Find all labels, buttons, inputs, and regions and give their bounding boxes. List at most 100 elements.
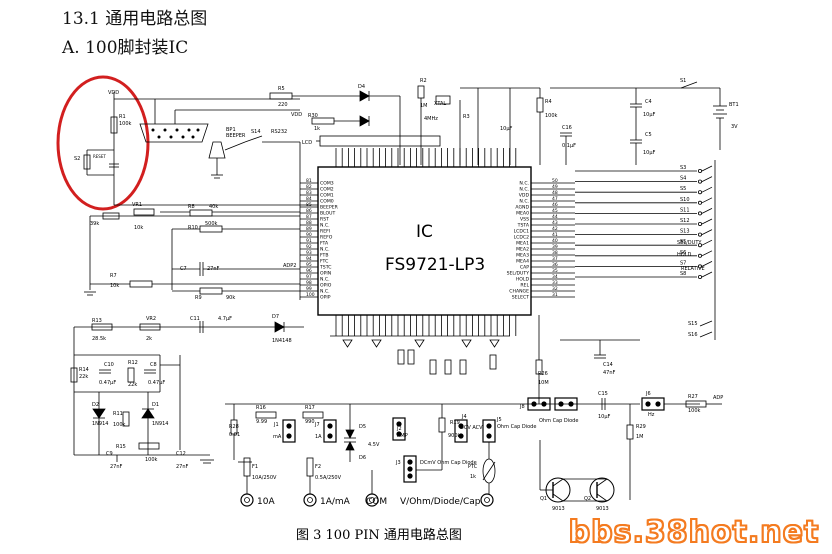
switch-s15 — [699, 320, 713, 327]
ic-left-pin-name: COM0 — [320, 199, 334, 205]
switch-s2 — [83, 154, 91, 170]
label-c8: C8 — [150, 362, 157, 368]
ic-right-pin-number: 31 — [552, 292, 558, 298]
switch-label: S12 — [680, 218, 690, 224]
terminal-ma — [303, 493, 317, 507]
switch-lever — [701, 261, 713, 267]
ic-left-pin-name: RST — [320, 217, 329, 223]
value-r16: 9.99 — [256, 419, 267, 425]
value-bt1: 3V — [731, 124, 738, 130]
switch-contact — [698, 264, 703, 269]
value-c12: 27nF — [176, 464, 189, 470]
ic-right-pin-name: MEA1 — [516, 241, 529, 247]
value-r4: 100k — [545, 113, 558, 119]
ic-right-pin-number: 37 — [552, 256, 558, 262]
label-r5: R5 — [278, 86, 285, 92]
resistor-r20 — [489, 354, 497, 370]
ic-right-pin-name: VSS — [520, 217, 529, 223]
value-r15: 100k — [145, 457, 158, 463]
label-terminal-com: COM — [366, 497, 387, 507]
label-c14: C14 — [603, 362, 613, 368]
value-c5: 10μF — [643, 150, 656, 156]
label-r10: R10 — [188, 225, 198, 231]
resistor-r8 — [189, 209, 213, 217]
value-j7: 1A — [315, 434, 322, 440]
label-s15: S15 — [688, 321, 698, 327]
ic-left-pin-number: 88 — [306, 220, 312, 226]
ic-right-pin-number: 42 — [552, 226, 558, 232]
value-r30: 1k — [314, 126, 320, 132]
value-d2: 1N914 — [92, 421, 108, 427]
ic-left-pin-name: COM2 — [320, 187, 334, 193]
section-title: 13.1 通用电路总图 — [62, 9, 208, 29]
label-vr1: VR1 — [132, 202, 142, 208]
label-d1: D1 — [152, 402, 159, 408]
fuse-f1 — [243, 457, 251, 477]
value-bp1: BEEPER — [226, 133, 246, 139]
label-j3: J3 — [395, 460, 401, 466]
label-r14: R14 — [79, 367, 89, 373]
label-j4: J4 — [461, 414, 467, 420]
ic-right-pin-name: VDD — [519, 193, 530, 199]
switch-lever — [701, 239, 713, 246]
ic-right-pin-number: 43 — [552, 220, 558, 226]
value-r2: 1M — [420, 103, 428, 109]
crystal-xtal — [435, 95, 451, 105]
terminal-ma-inner — [307, 497, 313, 503]
label-r1: R1 — [119, 114, 126, 120]
ic-right-pin-name: MEA3 — [516, 253, 529, 259]
value-c10: 0.47μF — [99, 380, 116, 386]
resistor-r24 — [444, 359, 452, 375]
label-d4: D4 — [358, 84, 365, 90]
options-j3: DCmV Ohm Cap Diode — [420, 460, 477, 466]
label-r29: R29 — [636, 424, 646, 430]
value-j2: AMP — [397, 433, 408, 439]
ic-left-pin-name: OPIP — [320, 295, 331, 301]
resistor-r12 — [127, 367, 135, 383]
terminal-com-inner — [369, 497, 375, 503]
ic-right-pin-name: SEL/DUTY — [507, 271, 530, 277]
label-adp2: ADP2 — [283, 263, 296, 269]
label-f2: F2 — [315, 464, 321, 470]
label-r12: R12 — [128, 360, 138, 366]
switch-lever — [701, 165, 713, 172]
ic-right-pin-name: REL — [520, 283, 529, 289]
resistor-r23 — [429, 359, 437, 375]
ic-left-pin-number: 98 — [306, 280, 312, 286]
value-r1: 100k — [119, 121, 132, 127]
ic-left-pin-name: N.C. — [320, 289, 330, 295]
resistor-r29 — [626, 424, 634, 440]
switch-label: S3 — [680, 165, 686, 171]
switch-contact — [698, 274, 703, 279]
label-r17: R17 — [305, 405, 315, 411]
ic-right-pin-number: 32 — [552, 286, 558, 292]
label-r27: R27 — [688, 394, 698, 400]
label-r4: R4 — [545, 99, 552, 105]
label-j7: J7 — [314, 422, 320, 428]
ic-left-pin-number: 93 — [306, 250, 312, 256]
label-seldutty: SEL/DUTY — [677, 240, 702, 246]
ic-left-pin-number: 99 — [306, 286, 312, 292]
label-r28: R28 — [229, 424, 239, 430]
opamp-triangles — [342, 339, 500, 348]
resistor-r1 — [110, 116, 118, 134]
ic-left-pin-name: COM1 — [320, 193, 334, 199]
jumper-j4 — [454, 419, 468, 443]
transistor-q2 — [589, 477, 615, 503]
switch-label: S5 — [680, 186, 686, 192]
ic-right-pin-name: LCDC2 — [514, 235, 530, 241]
ic-left-pin-number: 83 — [306, 190, 312, 196]
ic-right-pin-number: 38 — [552, 250, 558, 256]
ic-right-pin-name: AGND — [515, 205, 529, 211]
value-j1: mA — [273, 434, 282, 440]
switch-contact — [698, 179, 703, 184]
ic-left-pin-number: 81 — [306, 178, 312, 184]
switch-label: S5 — [680, 239, 686, 245]
switch-lever — [701, 218, 713, 225]
ic-top-pins — [335, 148, 517, 167]
ic-right-pin-name: MEA4 — [516, 259, 529, 265]
ic-left-pin-number: 90 — [306, 232, 312, 238]
ic-left-pin-number: 82 — [306, 184, 312, 190]
resistor-r21 — [397, 349, 405, 365]
switch-contact — [698, 243, 703, 248]
